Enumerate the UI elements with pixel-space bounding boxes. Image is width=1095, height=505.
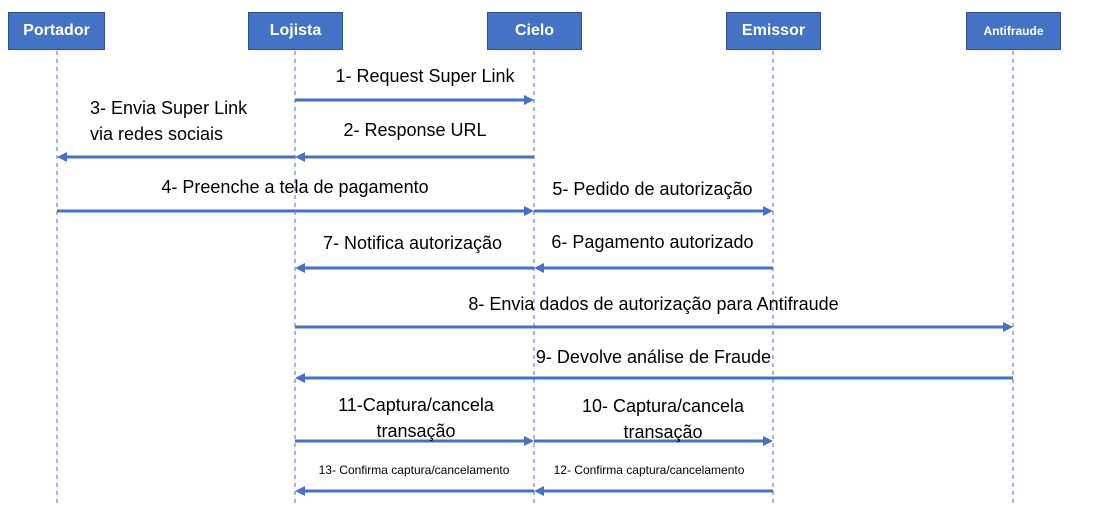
arrowhead-12 bbox=[534, 486, 544, 496]
message-label-10-line-1: 10- Captura/cancela bbox=[581, 396, 745, 416]
message-label-11-line-2: transação bbox=[376, 421, 456, 441]
message-label-10-line-2: transação bbox=[623, 422, 703, 442]
arrowhead-9 bbox=[295, 373, 305, 383]
message-label-4: 4- Preenche a tela de pagamento bbox=[161, 177, 429, 197]
arrowhead-11 bbox=[524, 436, 534, 446]
message-label-2: 2- Response URL bbox=[343, 120, 487, 140]
message-label-8: 8- Envia dados de autorização para Antif… bbox=[468, 294, 839, 314]
message-label-11-line-1: 11-Captura/cancela bbox=[338, 395, 494, 415]
message-label-5: 5- Pedido de autorização bbox=[552, 179, 753, 199]
arrowhead-8 bbox=[1003, 322, 1013, 332]
arrowhead-2 bbox=[295, 152, 305, 162]
message-label-3-line-1: 3- Envia Super Link bbox=[90, 98, 248, 118]
message-label-9: 9- Devolve análise de Fraude bbox=[535, 347, 772, 367]
message-label-3-line-2: via redes sociais bbox=[90, 124, 224, 144]
actor-cielo: Cielo bbox=[487, 12, 582, 50]
arrowhead-4 bbox=[524, 206, 534, 216]
actor-portador: Portador bbox=[8, 12, 105, 50]
actor-emissor: Emissor bbox=[726, 12, 821, 50]
actor-antifraude: Antifraude bbox=[966, 12, 1061, 50]
arrowhead-10 bbox=[763, 436, 773, 446]
message-label-12: 12- Confirma captura/cancelamento bbox=[553, 463, 745, 477]
arrowhead-3 bbox=[57, 152, 67, 162]
message-label-3: 3- Envia Super Link via redes sociais bbox=[90, 95, 290, 147]
message-label-7: 7- Notifica autorização bbox=[322, 233, 503, 253]
message-label-13: 13- Confirma captura/cancelamento bbox=[318, 463, 510, 477]
message-label-11: 11-Captura/cancela transação bbox=[290, 392, 542, 444]
arrowhead-6 bbox=[534, 263, 544, 273]
message-label-1: 1- Request Super Link bbox=[335, 66, 515, 86]
arrowhead-13 bbox=[295, 486, 305, 496]
actor-lojista: Lojista bbox=[248, 12, 343, 50]
message-label-6: 6- Pagamento autorizado bbox=[551, 232, 754, 252]
arrowhead-7 bbox=[295, 263, 305, 273]
arrowhead-1 bbox=[524, 95, 534, 105]
message-label-10: 10- Captura/cancela transação bbox=[538, 393, 788, 445]
arrowhead-5 bbox=[763, 206, 773, 216]
